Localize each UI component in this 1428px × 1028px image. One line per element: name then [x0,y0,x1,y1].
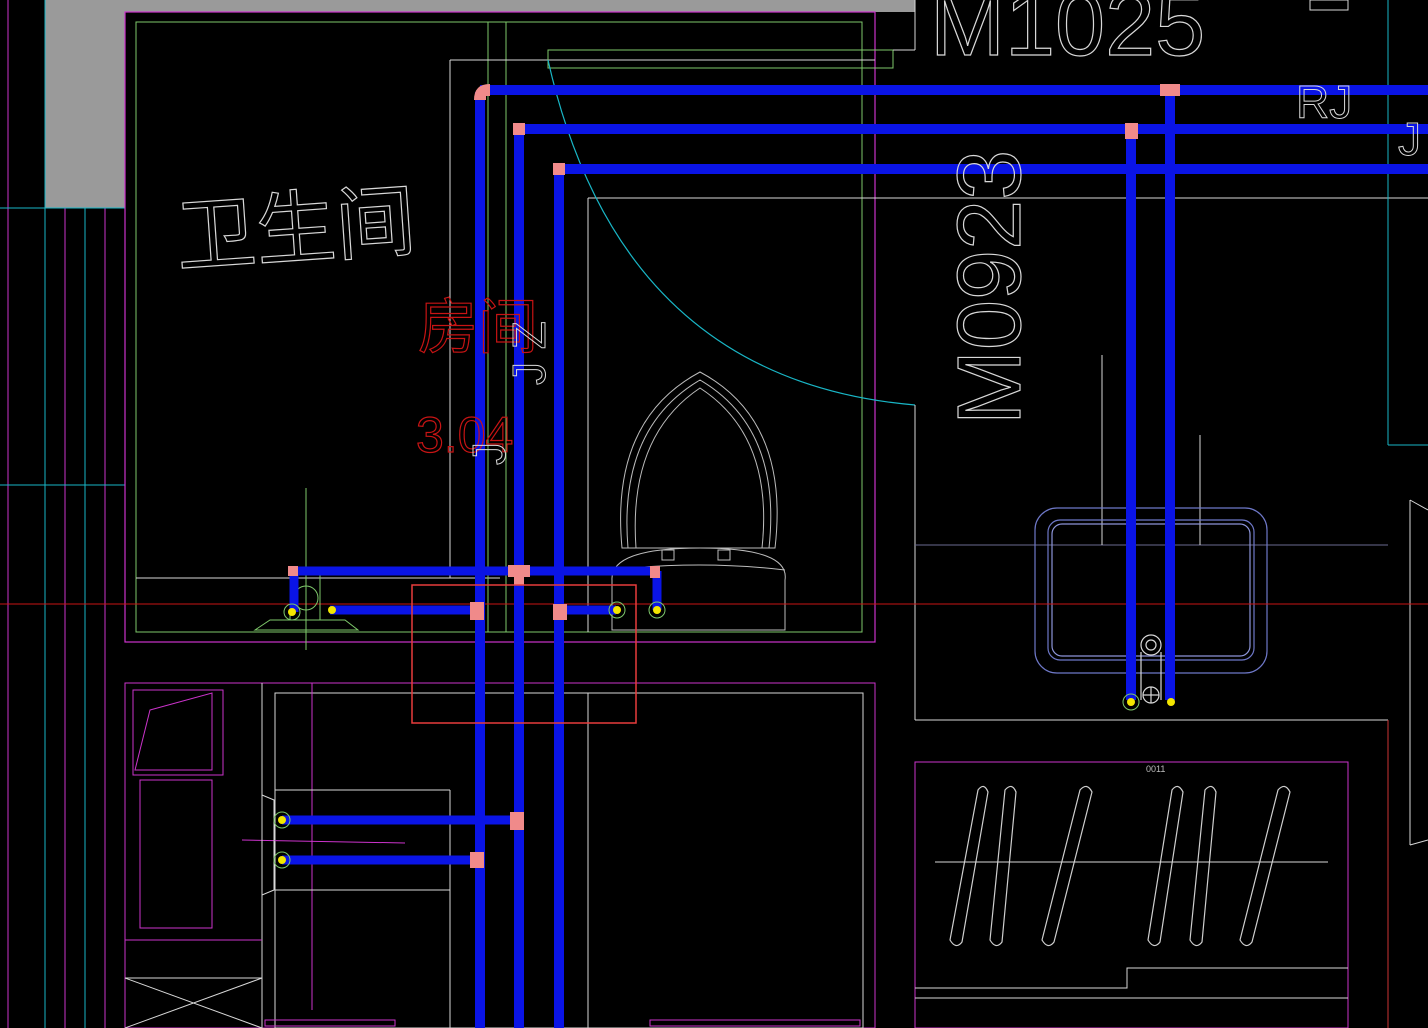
door-label-side: M0923 [940,150,1040,425]
lower-left-room [124,682,876,1028]
lower-right-room [914,761,1349,1028]
gray-wall-fill [45,0,125,208]
door-swing-arc [547,59,916,406]
selection-highlight-box[interactable] [411,584,637,724]
pipe-tag-rj: RJ [1296,76,1352,128]
room-number: 3.04 [416,407,513,463]
washbasin [1034,507,1268,704]
right-room-walls [893,0,1428,1028]
room-name-label: 卫生间 [173,176,419,282]
small-note: 0011 [1146,764,1165,774]
left-grid-lines [0,0,125,1028]
bathroom-walls [124,11,1428,643]
room-label: 房间 [418,294,538,361]
toilet [611,371,786,631]
door-label-top: M1025 [930,0,1205,75]
water-pipes [282,85,1428,1028]
riser-tag: J Z [503,321,555,385]
gray-wall-fill-top [45,0,915,12]
pipe-outlets [273,601,1175,869]
riser-tag-left: J [463,442,515,465]
pipe-tag-j: J [1398,113,1421,165]
pipe-fittings [288,84,1180,868]
